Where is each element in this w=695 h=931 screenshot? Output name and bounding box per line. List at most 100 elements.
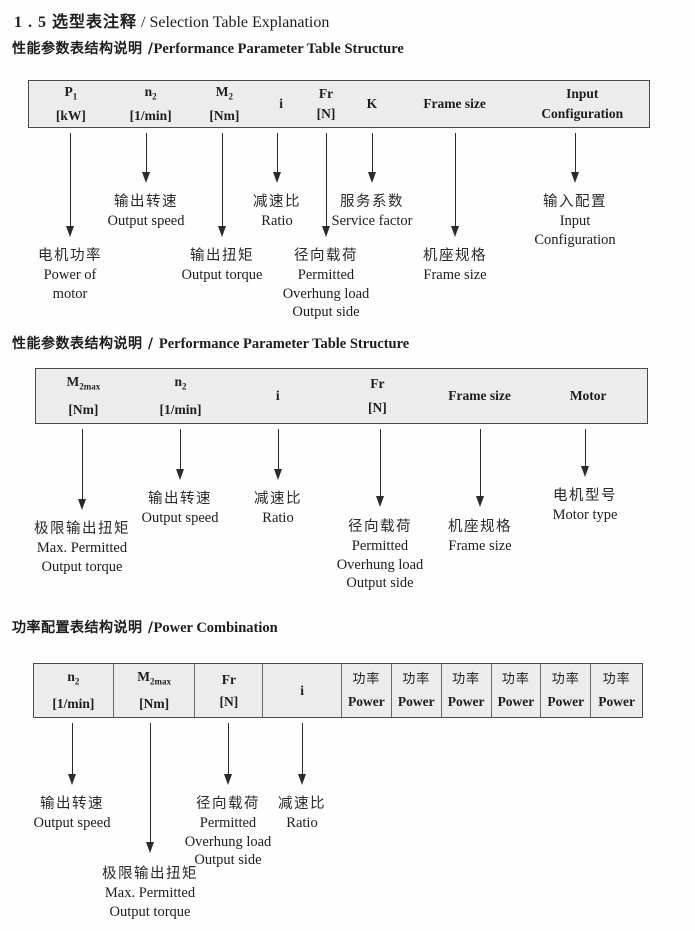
col-label: n2 [67,670,79,689]
col-header-n2: n2 [1/min] [113,81,189,127]
col-label-text: i [275,388,280,403]
col-label-text: Fr [370,376,385,391]
arrow-down-icon [68,723,76,785]
section2-heading-chinese: 性能参数表结构说明 / [12,336,159,352]
callout-chinese: 径向载荷 [196,796,260,812]
col-unit: Power [397,693,435,709]
callout-chinese: 服务系数 [340,194,404,210]
col-label-text: Motor [569,388,607,403]
col-header-i: i [263,664,342,717]
arrow-down-icon [218,133,226,237]
col-label-sub: 2 [182,381,187,392]
callout-english: Service factor [331,213,413,229]
callout-english: Permitted [297,267,355,283]
callout-chinese: 极限输出扭矩 [102,866,198,882]
arrow-down-icon [146,723,154,853]
callout-english: Output side [194,852,262,868]
col-unit: Power [497,693,535,709]
col-header-fr: Fr [N] [195,664,264,717]
page-title: 1 . 5 选型表注释 / Selection Table Explanatio… [14,8,329,32]
callout-chinese: 机座规格 [448,519,512,535]
col-label: M2 [215,83,233,104]
section1-heading-chinese: 性能参数表结构说明 / [12,41,154,57]
callout-output-speed: 输出转速 Output speed [0,795,144,833]
col-unit: [1/min] [159,402,202,418]
callout-chinese: 输出转速 [40,796,104,812]
col-label-text: i [279,96,284,111]
col-header-fr: Fr [N] [302,81,350,127]
col-label-text: M [137,669,150,685]
callout-chinese: 机座规格 [423,248,487,264]
callout-chinese: 输出转速 [114,194,178,210]
col-label-text: i [300,682,304,698]
col-label: 功率 [552,672,580,687]
col-header-p1: P1 [kW] [29,81,113,127]
col-label: M2max [137,670,171,689]
section3-heading-chinese: 功率配置表结构说明 / [12,620,154,636]
arrow-down-icon [581,429,589,477]
section3-heading: 功率配置表结构说明 /Power Combination [12,617,278,637]
col-label: 功率 [402,671,431,687]
col-label: Frame size [448,389,511,403]
col-label-sub: 2max [149,676,171,687]
callout-english: Output speed [33,815,111,831]
col-label-text: M [215,83,229,99]
col-label: 功率 [603,672,631,687]
col-label-sub: 2 [152,91,157,102]
col-label-text: n [144,83,153,99]
col-label: 功率 [501,671,530,687]
col-label-text: Frame size [448,388,511,403]
col-unit: Power [547,693,585,709]
col-unit: [N] [368,400,387,415]
col-label: Fr [370,377,384,391]
col-label: 功率 [452,672,480,687]
callout-english: Configuration [534,231,616,248]
col-label: n2 [144,83,157,104]
arrow-down-icon [476,429,484,507]
callout-service-factor: 服务系数 Service factor [302,193,442,231]
col-header-i: i [260,81,302,127]
callout-overhung-load: 径向载荷 Permitted Overhung load Output side [153,795,303,870]
arrow-down-icon [66,133,74,237]
callout-english: Output side [292,304,360,320]
callout-ratio: 减速比 Ratio [207,193,347,231]
section2-heading-english: Performance Parameter Table Structure [158,336,410,352]
arrow-down-icon [274,429,282,480]
callout-english: Output speed [141,510,219,526]
col-header-frame-size: Frame size [430,369,530,423]
callout-chinese: 极限输出扭矩 [34,521,130,537]
col-label: Input [566,87,598,101]
callout-chinese: 减速比 [253,194,301,210]
col-unit: [1/min] [129,108,172,124]
callout-overhung-load: 径向载荷 Permitted Overhung load Output side [256,247,396,322]
col-header-power: 功率 Power [342,664,392,717]
arrow-down-icon [224,723,232,785]
callout-max-output-torque: 极限输出扭矩 Max. Permitted Output torque [75,865,225,921]
section2-heading: 性能参数表结构说明 / Performance Parameter Table … [12,333,409,353]
callout-chinese: 电机功率 [38,248,102,264]
performance-table-2: M2max [Nm] n2 [1/min] i Fr [N] Frame siz… [35,368,648,424]
callout-english: Overhung load [336,556,424,573]
col-label-text: 功率 [402,671,431,687]
callout-frame-size: 机座规格 Frame size [385,247,525,285]
col-unit: Power [447,693,485,709]
performance-table-1: P1 [kW] n2 [1/min] M2 [Nm] i Fr [N] K Fr… [28,80,650,128]
col-label: n2 [175,374,187,394]
col-label-sub: 2max [79,381,101,392]
col-header-m2max: M2max [Nm] [36,369,131,423]
section3-heading-english: Power Combination [153,620,278,636]
callout-english: Output speed [107,213,185,229]
callout-chinese: 电机型号 [553,488,617,504]
col-header-frame-size: Frame size [394,81,516,127]
col-label-text: P [64,83,73,99]
callout-english: Ratio [261,213,293,229]
arrow-down-icon [376,429,384,507]
callout-chinese: 径向载荷 [348,519,412,535]
arrow-down-icon [451,133,459,237]
col-label: K [367,97,378,111]
col-label-text: 功率 [501,671,530,687]
col-label-text: Fr [318,86,334,101]
col-header-input-configuration: Input Configuration [515,81,649,127]
arrow-down-icon [273,133,281,183]
callout-english: Input [559,213,591,229]
